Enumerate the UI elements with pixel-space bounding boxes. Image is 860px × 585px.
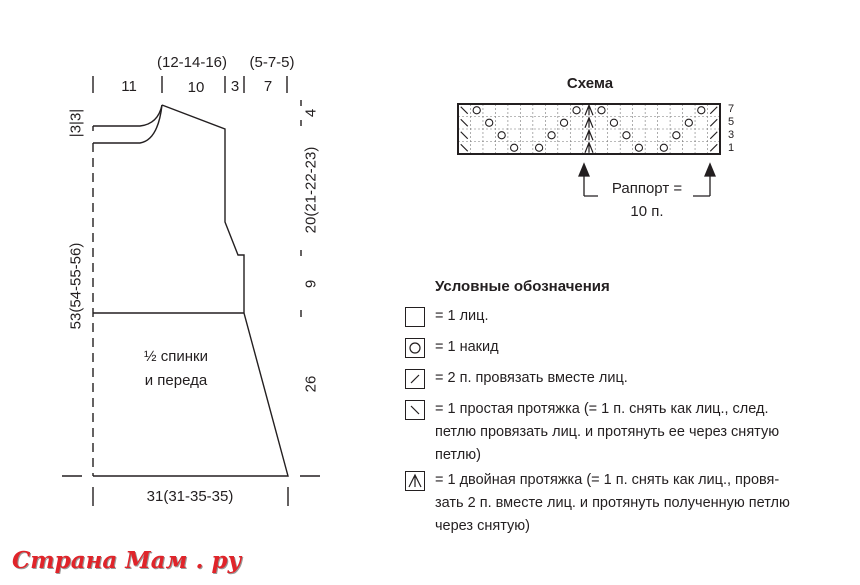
repeat-arrows: [578, 162, 716, 197]
row-number: 3: [728, 129, 735, 141]
k2tog-stitch: [709, 118, 718, 127]
yarn-over-stitch: [547, 131, 556, 140]
yarn-over-stitch: [559, 118, 569, 127]
yarn-over-stitch: [622, 131, 631, 140]
yarn-over-stitch: [534, 143, 544, 152]
top-label-seg2: 10: [187, 79, 205, 96]
bottom-width-label: 31(31-35-35): [146, 488, 234, 505]
ssk-stitch: [460, 131, 469, 140]
k2tog-icon: [405, 369, 425, 389]
legend-item-knit: = 1 лиц.: [435, 305, 488, 328]
repeat-label: Раппорт =: [611, 180, 683, 197]
row-number: 1: [728, 142, 735, 154]
top-label-seg3: 3: [230, 78, 240, 95]
double-decrease-stitch: [584, 103, 594, 116]
double-decrease-stitch: [584, 141, 594, 153]
legend-text: = 1 двойная протяжка (= 1 п. снять как л…: [435, 472, 780, 488]
yarn-over-icon: [405, 338, 425, 358]
legend-title: Условные обозначения: [435, 278, 610, 295]
legend-item-yarn-over: = 1 накид: [435, 336, 499, 359]
legend-text: петлю провязать лиц. и протянуть ее чере…: [435, 424, 780, 440]
yarn-over-stitch: [485, 118, 494, 127]
legend-text: петлю): [435, 447, 481, 463]
legend-item-k2tog: = 2 п. провязать вместе лиц.: [435, 367, 628, 390]
yarn-over-stitch: [497, 131, 506, 140]
k2tog-stitch: [709, 131, 718, 140]
right-label-4: 4: [302, 108, 320, 118]
repeat-count: 10 п.: [630, 203, 664, 220]
stitch-chart: [457, 103, 721, 155]
top-label-neck-range: (12-14-16): [156, 54, 228, 71]
top-ticks: [92, 76, 288, 93]
top-label-shoulder-range: (5-7-5): [249, 54, 295, 71]
right-label-26: 26: [302, 375, 320, 393]
piece-label-line2: и переда: [144, 372, 208, 389]
row-number: 7: [728, 103, 735, 115]
right-label-9: 9: [302, 279, 320, 289]
yarn-over-stitch: [659, 143, 669, 152]
ssk-stitch: [460, 118, 469, 127]
double-decrease-icon: [405, 471, 425, 491]
k2tog-stitch: [709, 143, 718, 152]
side-outline: [93, 104, 289, 477]
left-label-height: 53(54-55-56): [67, 242, 85, 330]
double-decrease-stitch: [584, 128, 594, 141]
row-number: 5: [728, 116, 735, 128]
ssk-stitch: [460, 143, 469, 152]
left-label-shoulder: |3|3|: [67, 108, 85, 138]
right-ticks: [300, 100, 320, 477]
yarn-over-stitch: [672, 131, 681, 140]
ssk-icon: [405, 400, 425, 420]
piece-label-line1: ½ спинки: [144, 348, 208, 365]
yarn-over-stitch: [609, 118, 619, 127]
legend-text: = 2 п. провязать вместе лиц.: [435, 370, 628, 386]
watermark-logo: Страна Мам . ру: [12, 547, 242, 574]
legend-text: зать 2 п. вместе лиц. и протянуть получе…: [435, 495, 790, 511]
chart-title: Схема: [566, 75, 614, 92]
ssk-stitch: [460, 106, 469, 115]
yarn-over-stitch: [597, 106, 606, 115]
legend-text: = 1 простая протяжка (= 1 п. снять как л…: [435, 401, 769, 417]
yarn-over-stitch: [697, 106, 706, 115]
shoulder-lower-line: [93, 104, 163, 144]
yarn-over-stitch: [472, 106, 481, 115]
knit-icon: [405, 307, 425, 327]
top-label-seg4: 7: [263, 78, 273, 95]
legend-item-double-decrease: = 1 двойная протяжка (= 1 п. снять как л…: [435, 469, 790, 538]
top-label-seg1: 11: [121, 78, 137, 95]
legend-text: = 1 лиц.: [435, 308, 489, 324]
shoulder-upper-line: [93, 104, 163, 127]
yarn-over-stitch: [509, 143, 519, 152]
double-decrease-stitch: [584, 116, 594, 128]
legend-text: через снятую): [435, 518, 530, 534]
legend-item-ssk: = 1 простая протяжка (= 1 п. снять как л…: [435, 398, 779, 467]
right-label-20: 20(21-22-23): [302, 146, 320, 234]
legend-text: = 1 накид: [435, 339, 499, 355]
yarn-over-stitch: [634, 143, 644, 152]
k2tog-stitch: [709, 106, 718, 115]
yarn-over-stitch: [684, 118, 693, 127]
yarn-over-stitch: [572, 106, 581, 115]
